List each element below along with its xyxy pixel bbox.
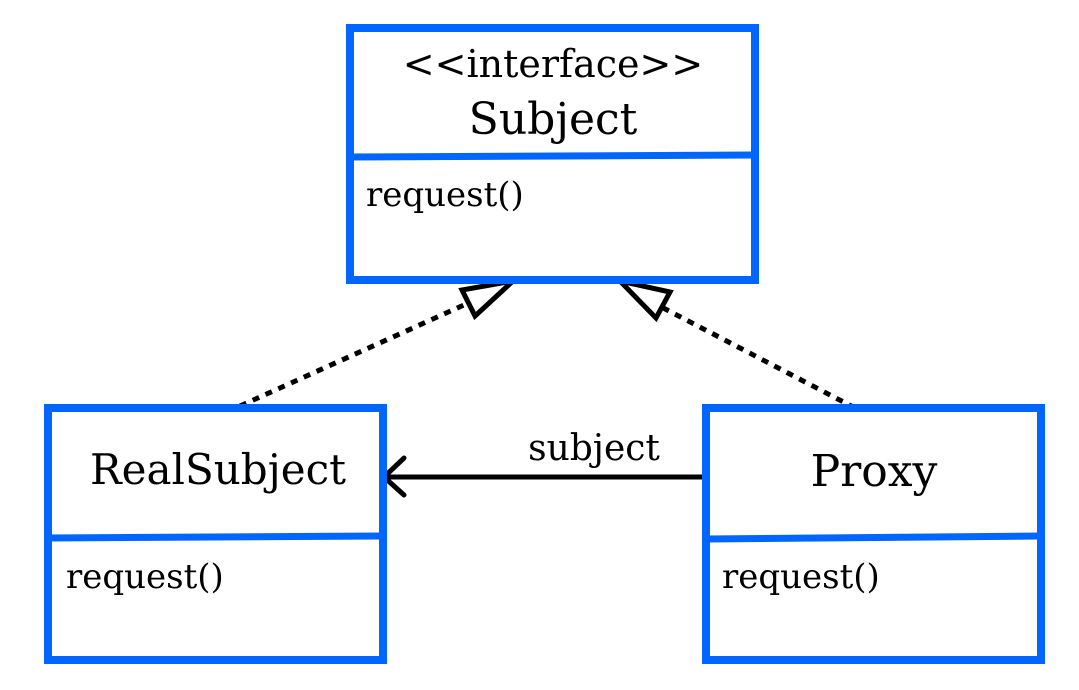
class-box-realsubject-divider — [47, 532, 384, 542]
realization-arrowhead-right — [612, 276, 674, 323]
realization-line-realsubject — [238, 297, 477, 409]
subject-method: request() — [366, 175, 524, 215]
class-box-subject-divider — [349, 151, 756, 161]
class-box-proxy-divider — [705, 532, 1042, 543]
class-box-proxy: Proxy request() — [702, 404, 1045, 664]
realsubject-name: RealSubject — [90, 445, 346, 494]
subject-stereotype: <<interface>> — [403, 42, 703, 86]
proxy-name: Proxy — [811, 446, 938, 497]
subject-name: Subject — [469, 94, 638, 145]
realization-arrowhead-left — [458, 277, 521, 321]
realsubject-method: request() — [66, 557, 224, 597]
class-box-subject: <<interface>> Subject request() — [346, 24, 759, 284]
realization-line-proxy — [646, 297, 857, 411]
class-box-realsubject: RealSubject request() — [44, 404, 387, 664]
association-label: subject — [528, 428, 660, 469]
proxy-method: request() — [722, 557, 880, 597]
